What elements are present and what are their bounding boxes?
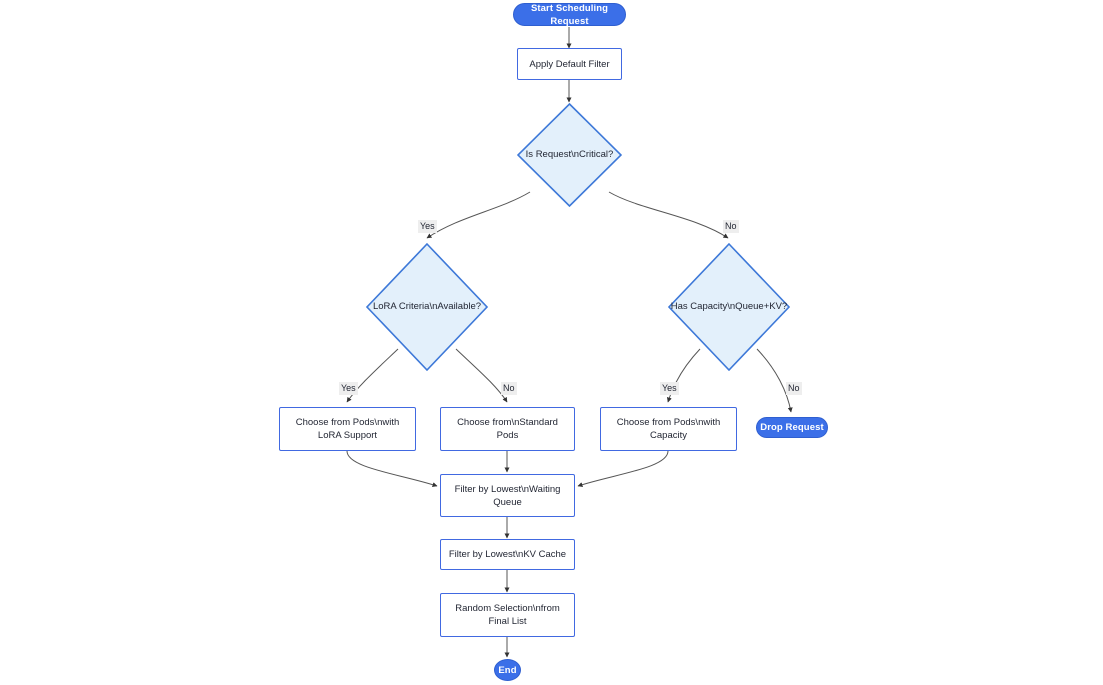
edge-label-capacity-yes: Yes	[660, 382, 679, 395]
node-drop-request[interactable]: Drop Request	[756, 417, 828, 438]
node-random-selection[interactable]: Random Selection\nfrom Final List	[440, 593, 575, 637]
node-filter-waiting-queue[interactable]: Filter by Lowest\nWaiting Queue	[440, 474, 575, 517]
edge-critical-no-to-capacity	[608, 191, 729, 239]
edge-capacity-yes-to-capacity-pods	[666, 348, 701, 403]
edge-label-critical-yes: Yes	[418, 220, 437, 233]
node-has-capacity[interactable]: Has Capacity\nQueue+KV?	[668, 243, 790, 371]
node-choose-lora-pods[interactable]: Choose from Pods\nwith LoRA Support	[279, 407, 416, 451]
edge-critical-yes-to-lora	[426, 191, 531, 239]
node-lora-criteria-available[interactable]: LoRA Criteria\nAvailable?	[366, 243, 488, 371]
diamond-shape-capacity	[668, 243, 790, 371]
node-apply-default-filter[interactable]: Apply Default Filter	[517, 48, 622, 80]
node-filter-kv-cache[interactable]: Filter by Lowest\nKV Cache	[440, 539, 575, 570]
node-choose-standard-pods[interactable]: Choose from\nStandard Pods	[440, 407, 575, 451]
node-choose-capacity-pods[interactable]: Choose from Pods\nwith Capacity	[600, 407, 737, 451]
edge-capacity-no-to-drop	[756, 348, 793, 413]
node-start[interactable]: Start Scheduling Request	[513, 3, 626, 27]
node-end[interactable]: End	[494, 659, 521, 681]
diamond-shape-critical	[517, 103, 622, 207]
node-label-has-capacity: Has Capacity\nQueue+KV?	[670, 301, 788, 312]
edge-label-critical-no: No	[723, 220, 739, 233]
edge-label-capacity-no: No	[786, 382, 802, 395]
edge-label-lora-no: No	[501, 382, 517, 395]
node-label-is-request-critical: Is Request\nCritical?	[525, 149, 614, 160]
node-is-request-critical[interactable]: Is Request\nCritical?	[517, 103, 622, 207]
edge-lora-no-to-standard-pods	[455, 348, 508, 403]
diamond-shape-lora	[366, 243, 488, 371]
edge-capacity-pods-to-filter-queue	[577, 450, 669, 487]
node-label-lora-criteria-available: LoRA Criteria\nAvailable?	[372, 301, 482, 312]
edge-label-lora-yes: Yes	[339, 382, 358, 395]
edge-lora-yes-to-lora-pods	[346, 348, 399, 403]
edge-lora-pods-to-filter-queue	[346, 450, 438, 487]
